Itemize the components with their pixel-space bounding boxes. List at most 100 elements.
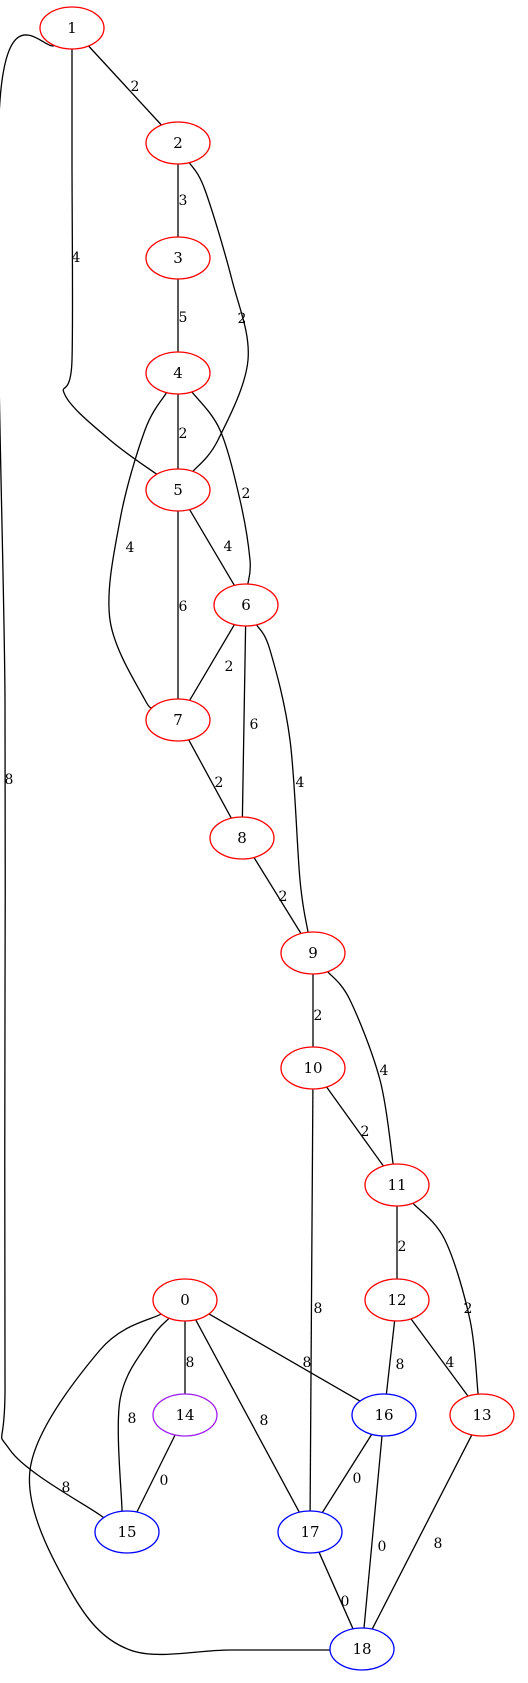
node-label: 5: [173, 481, 183, 499]
edge-weight-label: 8: [128, 1411, 137, 1427]
node-label: 10: [303, 1059, 322, 1077]
node-6: 6: [213, 583, 279, 627]
node-ellipse: [145, 351, 211, 395]
edge-10-11: 2: [326, 1086, 384, 1167]
edge-weight-label: 2: [398, 1239, 407, 1255]
node-4: 4: [145, 351, 211, 395]
edge-weight-label: 3: [179, 193, 188, 209]
edge-weight-label: 8: [434, 1536, 443, 1552]
edge-weight-label: 6: [179, 599, 188, 615]
edge-8-9: 2: [253, 857, 302, 934]
edge-1-2: 2: [88, 45, 162, 126]
node-label: 16: [374, 1406, 393, 1424]
node-2: 2: [145, 121, 211, 165]
edge-6-8: 6: [241, 625, 259, 818]
edge-line: [410, 1318, 469, 1397]
edge-weight-label: 0: [353, 1471, 362, 1487]
edge-1-5: 4: [62, 49, 158, 475]
edge-line: [188, 162, 249, 472]
edge-2-3: 3: [177, 164, 188, 237]
edge-line: [318, 1551, 354, 1630]
node-17: 17: [277, 1510, 343, 1554]
node-ellipse: [351, 1393, 417, 1437]
node-11: 11: [364, 1163, 430, 1207]
edge-weight-label: 2: [464, 1301, 473, 1317]
node-15: 15: [94, 1510, 160, 1554]
edge-line: [189, 624, 235, 701]
node-label: 17: [300, 1523, 319, 1541]
edge-weight-label: 6: [250, 717, 259, 733]
node-label: 2: [173, 134, 183, 152]
node-13: 13: [449, 1393, 515, 1437]
edge-weight-label: 8: [260, 1413, 269, 1429]
edge-line: [108, 392, 168, 709]
edge-weight-label: 4: [126, 540, 135, 556]
edge-line: [188, 739, 232, 819]
node-label: 1: [67, 19, 77, 37]
edge-weight-label: 2: [131, 79, 140, 95]
edge-weight-label: 2: [361, 1124, 370, 1140]
edge-14-15: 0: [136, 1434, 176, 1513]
edge-weight-label: 2: [215, 775, 224, 791]
edge-16-17: 0: [321, 1434, 373, 1513]
node-label: 15: [117, 1523, 136, 1541]
edge-weight-label: 8: [186, 1355, 195, 1371]
edge-weight-label: 2: [314, 1008, 323, 1024]
node-ellipse: [145, 121, 211, 165]
edge-2-5: 2: [188, 162, 249, 472]
edge-5-6: 4: [189, 509, 235, 586]
node-label: 4: [173, 364, 183, 382]
node-8: 8: [209, 816, 275, 860]
node-3: 3: [145, 236, 211, 280]
edge-line: [62, 49, 158, 475]
node-ellipse: [364, 1278, 430, 1322]
edge-0-14: 8: [184, 1321, 195, 1394]
edge-weight-label: 8: [314, 1301, 323, 1317]
edge-weight-label: 4: [446, 1355, 455, 1371]
edge-weight-label: 8: [396, 1357, 405, 1373]
edge-line: [326, 1086, 384, 1167]
edge-6-7: 2: [189, 624, 235, 701]
edge-line: [0, 34, 109, 1522]
edge-weight-label: 8: [303, 1355, 312, 1371]
node-5: 5: [145, 468, 211, 512]
node-ellipse: [280, 931, 346, 975]
edge-12-13: 4: [410, 1318, 469, 1397]
node-label: 0: [180, 1291, 190, 1309]
edge-weight-label: 2: [279, 889, 288, 905]
node-label: 7: [173, 711, 183, 729]
node-label: 11: [387, 1176, 406, 1194]
node-label: 12: [387, 1291, 406, 1309]
node-9: 9: [280, 931, 346, 975]
edge-weight-label: 4: [224, 539, 233, 555]
node-label: 6: [241, 596, 251, 614]
node-label: 9: [308, 944, 318, 962]
edge-13-18: 8: [371, 1434, 473, 1630]
edge-12-16: 8: [385, 1320, 405, 1395]
edge-weight-label: 8: [62, 1480, 71, 1496]
node-ellipse: [213, 583, 279, 627]
edge-10-17: 8: [309, 1088, 323, 1512]
edge-weight-label: 4: [296, 775, 305, 791]
edge-3-4: 5: [177, 279, 187, 352]
node-ellipse: [152, 1278, 218, 1322]
edge-9-10: 2: [312, 974, 323, 1047]
edge-0-18: 8: [28, 1313, 338, 1656]
edge-weight-label: 8: [5, 772, 14, 788]
edge-line: [88, 45, 162, 126]
node-label: 18: [352, 1640, 371, 1658]
edge-line: [28, 1313, 338, 1656]
edge-line: [136, 1434, 176, 1513]
node-10: 10: [280, 1046, 346, 1090]
node-label: 3: [173, 249, 183, 267]
edge-0-17: 8: [195, 1319, 300, 1513]
edge-11-12: 2: [396, 1206, 407, 1279]
edge-weight-label: 2: [242, 486, 251, 502]
edge-line: [253, 857, 302, 934]
node-label: 13: [472, 1406, 491, 1424]
node-ellipse: [364, 1163, 430, 1207]
node-ellipse: [209, 816, 275, 860]
node-ellipse: [280, 1046, 346, 1090]
